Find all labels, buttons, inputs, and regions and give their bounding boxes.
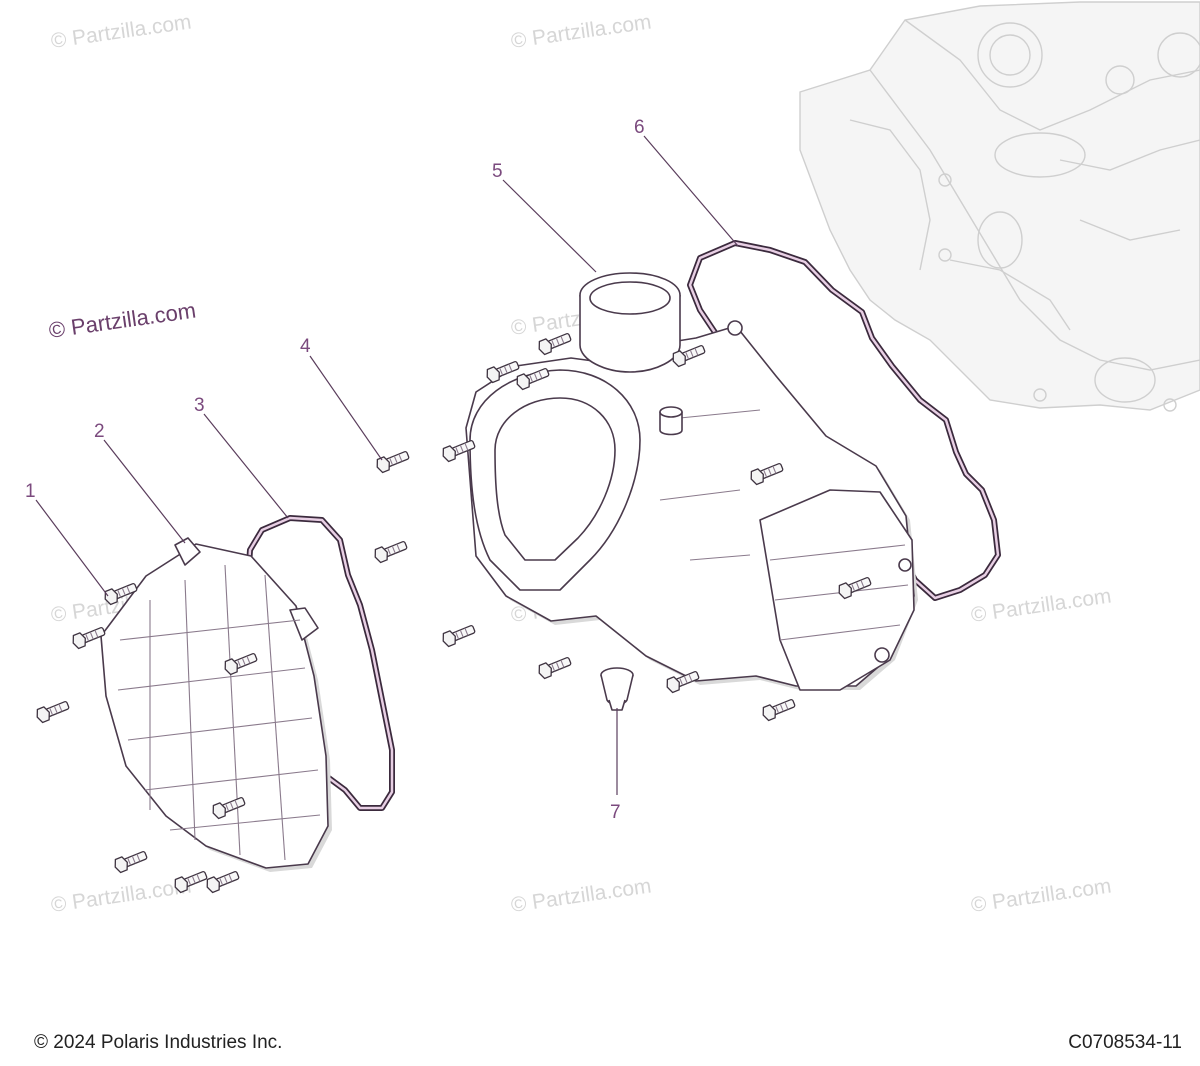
bolt — [33, 697, 72, 725]
bolt — [439, 621, 478, 649]
callout-7[interactable]: 7 — [610, 802, 621, 823]
leader-line-2 — [103, 439, 186, 544]
watermark: © Partzilla.com — [509, 10, 652, 52]
diagram-code: C0708534-11 — [1068, 1032, 1182, 1053]
leader-line-3 — [203, 413, 289, 519]
bolt — [759, 695, 798, 723]
bolt — [111, 847, 150, 875]
clutch-cover-inner — [100, 537, 332, 872]
callout-2[interactable]: 2 — [94, 421, 105, 442]
engine-crankcase-ghost — [799, 1, 1200, 412]
watermark: © Partzilla.com — [969, 874, 1112, 916]
callout-6[interactable]: 6 — [634, 117, 645, 138]
watermark: © Partzilla.com — [509, 874, 652, 916]
bolt — [535, 653, 574, 681]
bolt — [203, 867, 242, 895]
bolt — [371, 537, 410, 565]
leader-line-5 — [502, 179, 597, 273]
callouts: 1 2 3 4 5 6 7 — [25, 117, 645, 823]
bolt — [373, 447, 412, 475]
callout-5[interactable]: 5 — [492, 161, 503, 182]
leader-lines — [35, 135, 739, 795]
watermark: © Partzilla.com — [969, 584, 1112, 626]
leader-line-6 — [643, 135, 739, 247]
copyright-text: © 2024 Polaris Industries Inc. — [34, 1032, 283, 1053]
watermark: © Partzilla.com — [49, 10, 192, 52]
callout-3[interactable]: 3 — [194, 395, 205, 416]
leader-line-1 — [35, 499, 109, 597]
clutch-cover-outer — [465, 272, 918, 691]
callout-4[interactable]: 4 — [300, 336, 311, 357]
brand-watermark: © Partzilla.com — [47, 298, 197, 343]
leader-line-4 — [309, 355, 383, 461]
drain-boot — [600, 667, 634, 711]
callout-1[interactable]: 1 — [25, 481, 36, 502]
watermark: © Partzilla.com — [49, 874, 192, 916]
